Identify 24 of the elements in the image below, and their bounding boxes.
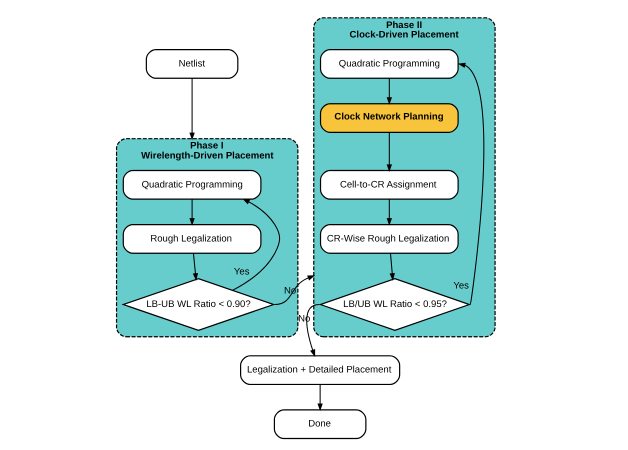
node-box: CR-Wise Rough Legalization <box>319 224 458 254</box>
node-box: Netlist <box>145 49 238 79</box>
node-box: Legalization + Detailed Placement <box>240 355 400 386</box>
arrow <box>188 78 194 140</box>
node-box: Done <box>273 409 366 440</box>
arrow <box>386 132 392 172</box>
arrow <box>306 304 319 358</box>
node-box: Quadratic Programming <box>319 49 458 79</box>
arrow <box>389 253 394 281</box>
edge-label: Yes <box>452 280 468 292</box>
node-diamond: LB-UB WL Ratio < 0.90? <box>120 278 275 331</box>
arrow <box>232 198 280 291</box>
node-box: Rough Legalization <box>122 224 261 254</box>
edge-label: Yes <box>233 266 249 278</box>
node-box: Quadratic Programming <box>122 170 261 200</box>
arrow <box>274 275 315 306</box>
arrow <box>386 78 392 105</box>
arrow <box>192 253 198 281</box>
arrow <box>386 199 392 226</box>
arrow <box>457 62 484 305</box>
node-box: Clock Network Planning <box>319 103 458 133</box>
arrow <box>188 199 194 226</box>
arrow <box>316 384 322 412</box>
node-box: Cell-to-CR Assignment <box>319 170 458 200</box>
